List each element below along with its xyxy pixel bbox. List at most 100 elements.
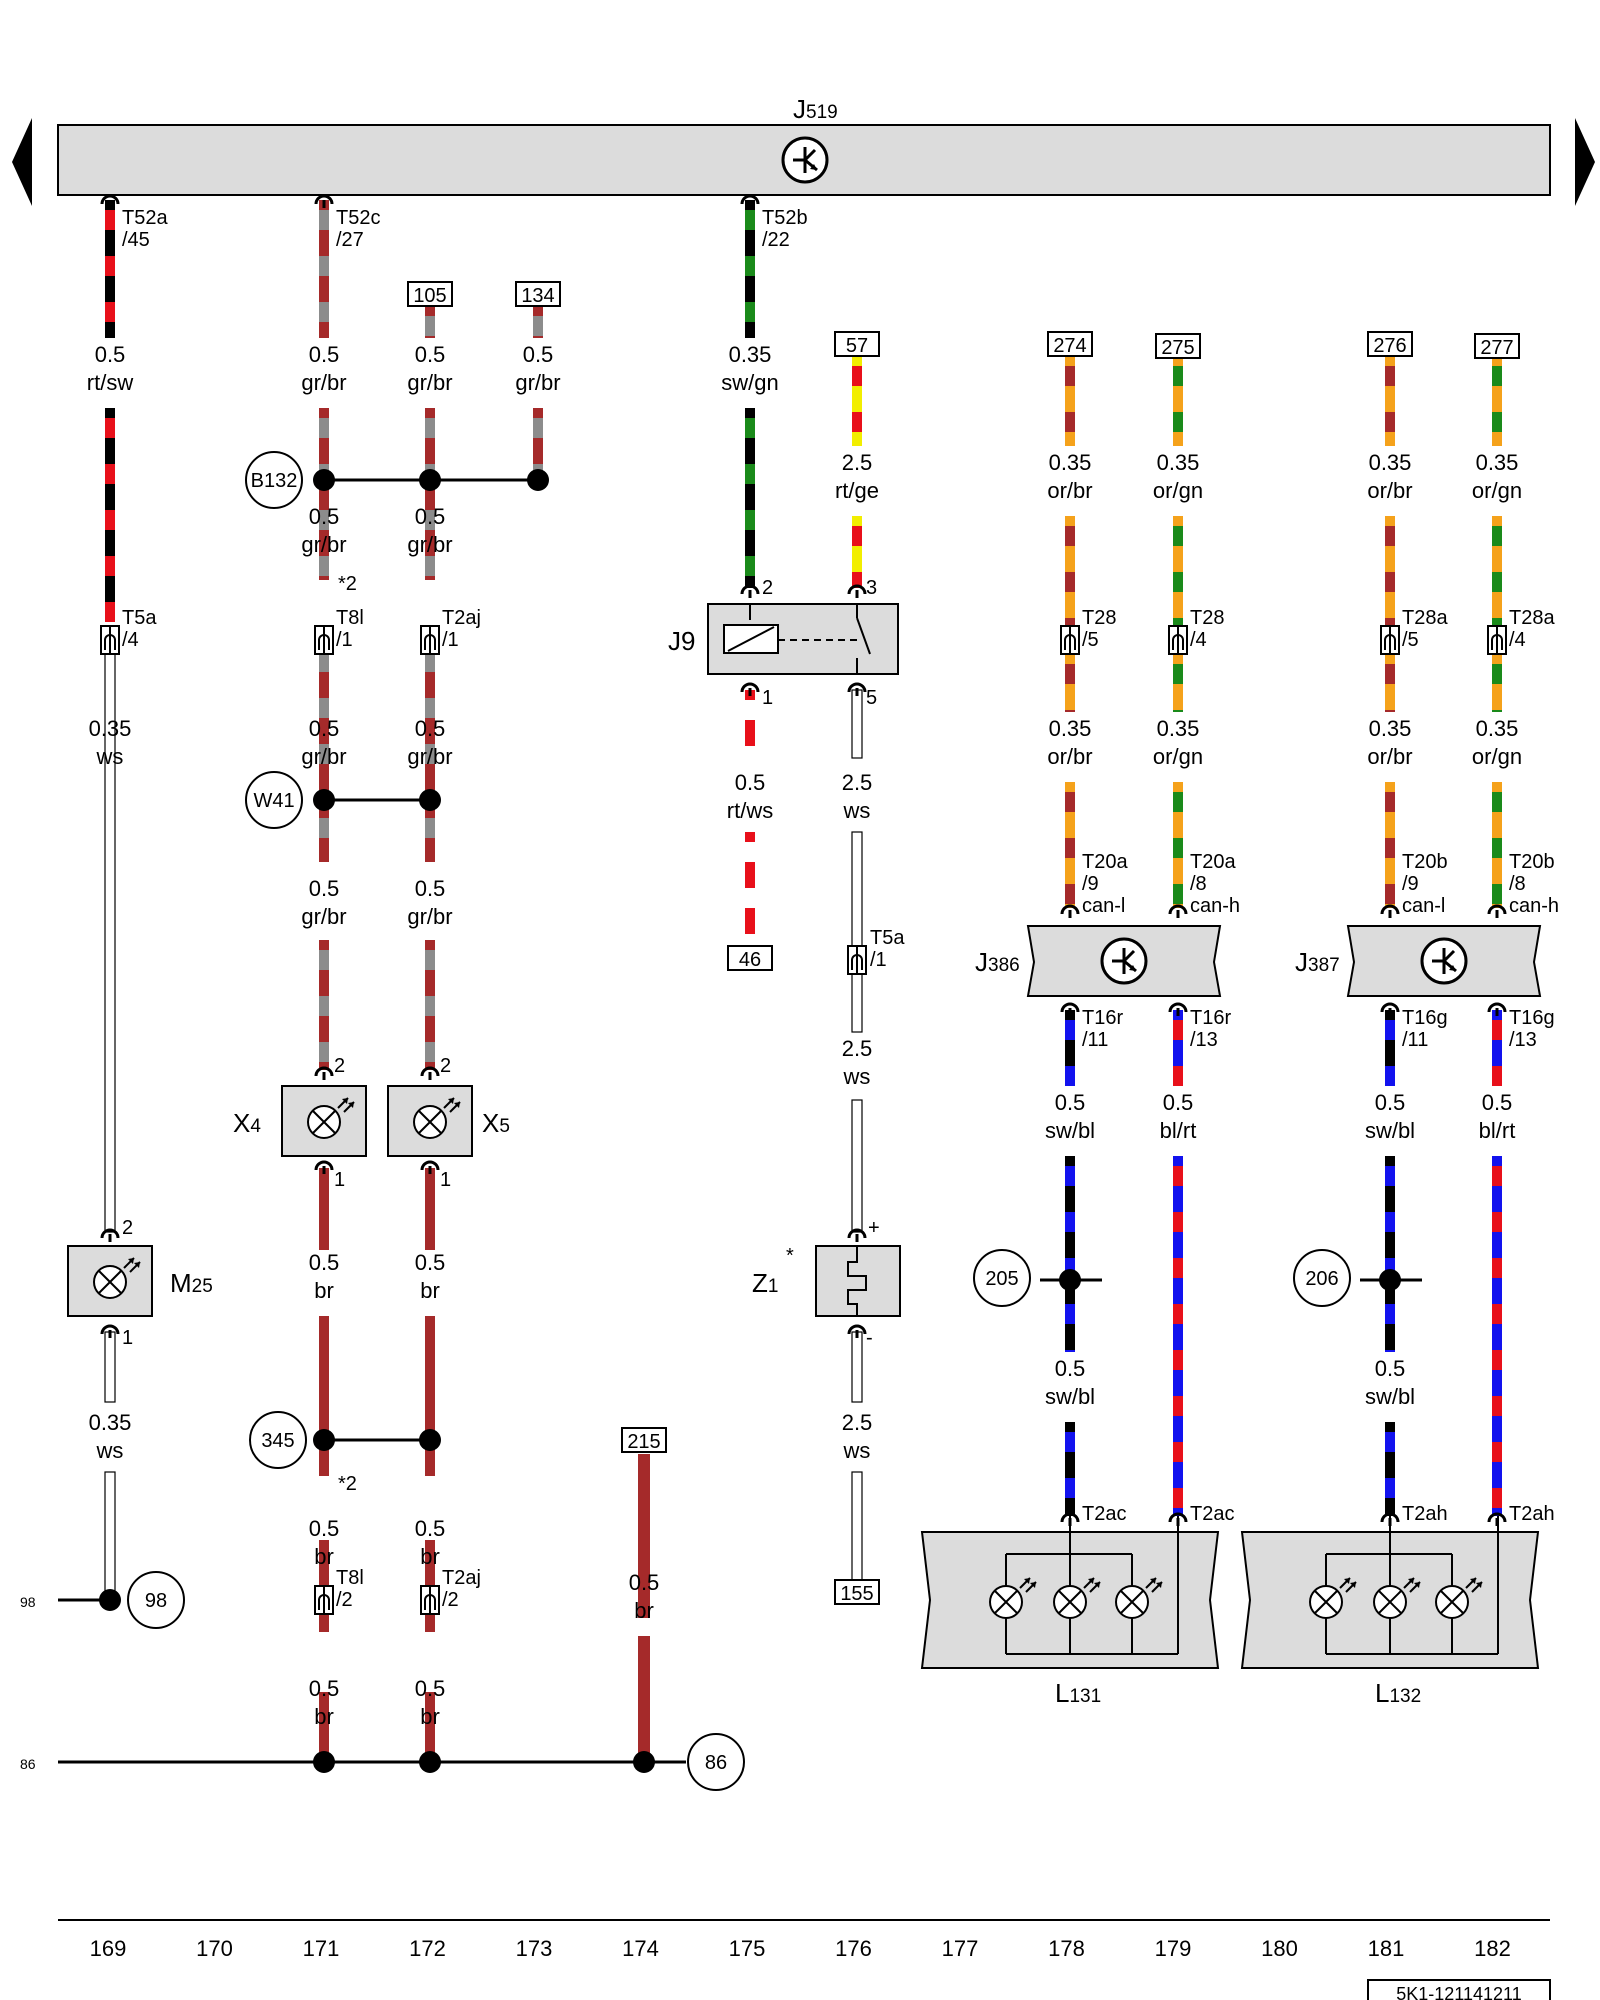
connector-label: T8l [336, 1567, 364, 1589]
connector-label: /4 [1190, 629, 1207, 651]
wire-color-label: ws [843, 798, 871, 823]
wire-gauge-label: 0.35 [1049, 716, 1092, 741]
ref-circle [687, 1733, 745, 1791]
wire-color-label: rt/sw [87, 370, 134, 395]
pin-label: 1 [122, 1327, 133, 1349]
junction-dot-layer [99, 469, 1401, 1773]
connector-label: /8 [1190, 873, 1207, 895]
wire-color-label: sw/gn [721, 370, 778, 395]
connector-plug-icon [420, 625, 440, 655]
connector-label: /11 [1402, 1029, 1428, 1051]
connector-plug-icon [847, 945, 867, 975]
wire-segment [104, 1471, 116, 1597]
pin-label: 3 [866, 577, 877, 599]
x4-label: X4 [233, 1108, 261, 1138]
control-unit-icon [1100, 937, 1148, 985]
x5-label: X5 [482, 1108, 510, 1138]
connector-plug-icon [420, 1585, 440, 1615]
terminal-icon [1380, 1002, 1400, 1013]
ref-box-label: 46 [739, 949, 761, 971]
wire-color-label: gr/br [407, 744, 452, 769]
junction-dot [633, 1751, 655, 1773]
connector-label: /5 [1082, 629, 1099, 651]
wire-color-label: ws [843, 1438, 871, 1463]
column-number: 179 [1155, 1936, 1192, 1961]
wire-color-label: rt/ge [835, 478, 879, 503]
terminal-icon [314, 1066, 334, 1077]
terminal-icon [740, 682, 760, 693]
terminal-icon [847, 1228, 867, 1239]
connector-label: T2ac [1082, 1503, 1126, 1525]
l132-label: L132 [1375, 1678, 1421, 1708]
connector-label: /4 [1509, 629, 1526, 651]
junction-dot [99, 1589, 121, 1611]
column-number: 178 [1048, 1936, 1085, 1961]
connector-label: /13 [1190, 1029, 1218, 1051]
pin-label: 1 [440, 1169, 451, 1191]
connector-label: T5a [870, 927, 905, 949]
l131-label: L131 [1055, 1678, 1101, 1708]
wire-gauge-label: 2.5 [842, 450, 873, 475]
wire-gauge-label: 0.5 [309, 504, 340, 529]
connector-label: can-l [1402, 895, 1445, 917]
wire-color-label: ws [843, 1064, 871, 1089]
ref-circle [1293, 1249, 1351, 1307]
j519-control-unit: J519 [12, 94, 1595, 206]
left-arrow-icon [12, 118, 32, 206]
wire-gauge-label: 0.35 [1369, 450, 1412, 475]
ref-box [727, 945, 773, 971]
junction-dot [313, 1429, 335, 1451]
ref-box [407, 281, 453, 307]
wire-color-label: sw/bl [1365, 1118, 1415, 1143]
wire-layer [104, 200, 1502, 1756]
connector-plug-icon [1380, 625, 1400, 655]
wire-segment [851, 689, 863, 759]
connector-label: T20b [1509, 851, 1555, 873]
wire-color-label: br [420, 1704, 440, 1729]
control-unit-icon [1420, 937, 1468, 985]
connector-label: /4 [122, 629, 139, 651]
note-label: * [786, 1245, 794, 1267]
pin-label: 5 [866, 687, 877, 709]
wire-color-label: gr/br [515, 370, 560, 395]
connector-label: T2ah [1509, 1503, 1555, 1525]
pin-label: - [866, 1327, 873, 1349]
wire-gauge-label: 0.5 [415, 1676, 446, 1701]
wire-color-label: or/gn [1153, 744, 1203, 769]
wire-gauge-label: 0.5 [309, 342, 340, 367]
ref-circle-label: 205 [985, 1268, 1018, 1290]
ref-box-label: 155 [840, 1583, 873, 1605]
wire-gauge-label: 0.5 [309, 1516, 340, 1541]
terminal-layer [100, 194, 1507, 1526]
wire-gauge-label: 0.5 [629, 1570, 660, 1595]
wire-color-label: gr/br [301, 532, 346, 557]
ref-box [834, 1579, 880, 1605]
wire-segment [851, 1331, 863, 1403]
column-number: 181 [1368, 1936, 1405, 1961]
j9-label: J9 [668, 626, 695, 656]
column-number: 182 [1474, 1936, 1511, 1961]
wire-gauge-label: 0.5 [309, 1676, 340, 1701]
wire-color-label: or/gn [1472, 744, 1522, 769]
column-number: 170 [196, 1936, 233, 1961]
connector-label: T16r [1082, 1007, 1123, 1029]
ref-circle [127, 1571, 185, 1629]
wire-color-label: br [420, 1544, 440, 1569]
connector-label: T28 [1190, 607, 1224, 629]
wire-gauge-label: 0.35 [1476, 716, 1519, 741]
connector-label: T2ac [1190, 1503, 1234, 1525]
diagram-id: 5K1-121141211 [1396, 1984, 1521, 2000]
wire-color-label: bl/rt [1479, 1118, 1516, 1143]
note-label: *2 [338, 1473, 357, 1495]
ref-box [1474, 333, 1520, 359]
wire-color-label: br [314, 1704, 334, 1729]
connector-plug-icon [1168, 625, 1188, 655]
terminal-icon [740, 194, 760, 205]
connector-label: T5a [122, 607, 157, 629]
connector-label: /2 [336, 1589, 353, 1611]
wire-gauge-label: 0.5 [415, 1250, 446, 1275]
junction-dot [313, 469, 335, 491]
terminal-icon [740, 584, 760, 595]
ref-box-label: 274 [1053, 335, 1086, 357]
